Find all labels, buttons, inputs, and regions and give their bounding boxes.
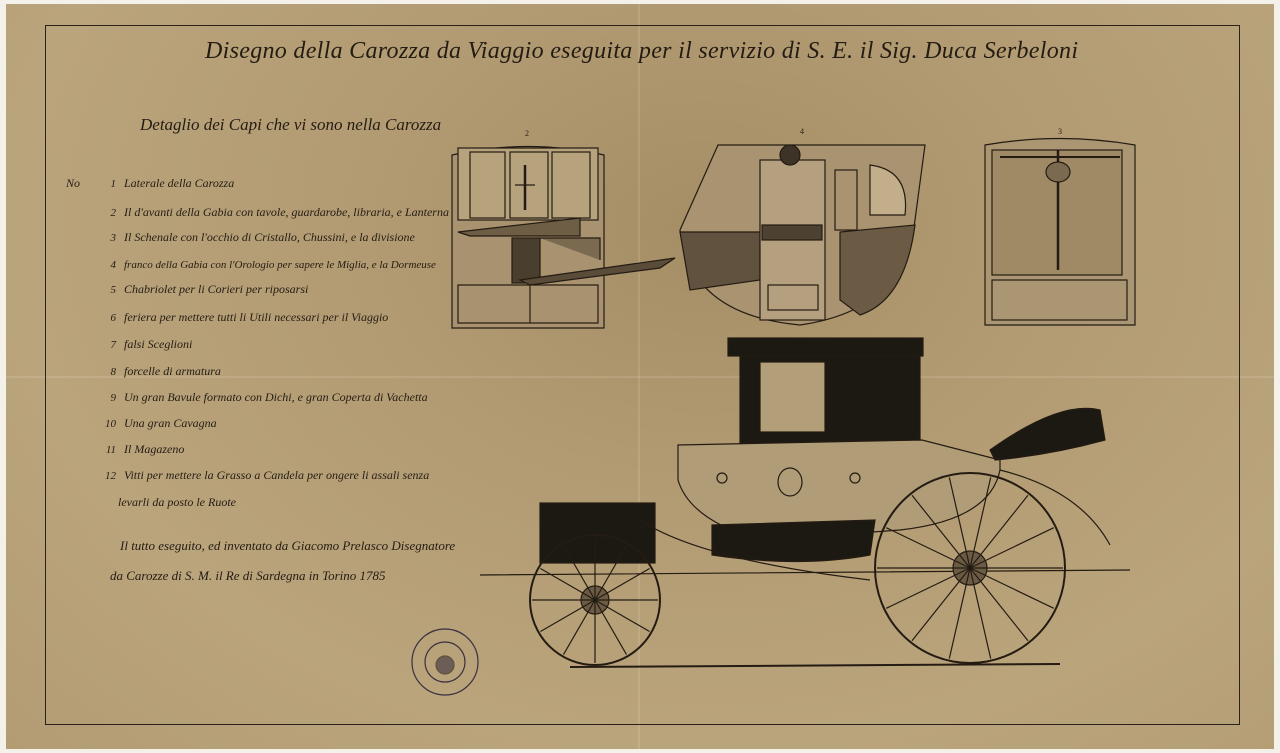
signature-line-1: Il tutto eseguito, ed inventato da Giaco… <box>120 538 456 553</box>
cabin-section-view <box>679 144 926 326</box>
view-label: 4 <box>800 127 804 136</box>
wheel-spoke <box>911 494 971 569</box>
wheel-spoke <box>562 599 596 655</box>
carriage-side-view <box>479 337 1131 581</box>
signature-line-2: da Carozze di S. M. il Re di Sardegna in… <box>110 568 386 583</box>
wheel-spoke <box>911 567 971 642</box>
legend-item: levarli da posto le Ruote <box>118 495 236 509</box>
wheel-spoke <box>885 527 971 569</box>
drawing-sheet <box>6 4 1274 749</box>
view-label: 3 <box>1058 127 1062 136</box>
wheel-spoke <box>562 545 596 601</box>
legend-heading: Detaglio dei Capi che vi sono nella Caro… <box>140 115 442 134</box>
wheel-spoke <box>969 527 1055 569</box>
wheel-spoke <box>948 477 971 569</box>
wheel-spoke <box>540 567 596 601</box>
fold-line <box>638 4 640 749</box>
wheel-spoke <box>948 567 971 659</box>
wheel-spoke <box>594 567 650 601</box>
wheel-spoke <box>969 494 1029 569</box>
wheel-spoke <box>594 599 628 655</box>
front-wheel <box>874 472 1066 664</box>
wheel-spoke <box>969 567 1029 642</box>
view-label: 2 <box>525 129 529 138</box>
rear-wheel <box>529 534 661 666</box>
wheel-spoke <box>969 477 992 569</box>
wheel-spoke <box>594 545 628 601</box>
wheel-spoke <box>969 567 992 659</box>
front-cabin-elevation <box>451 145 676 329</box>
wheel-spoke <box>594 599 650 633</box>
wheel-spoke <box>969 567 1055 609</box>
drawing-title: Disegno della Carozza da Viaggio eseguit… <box>205 38 1079 64</box>
rear-cabin-elevation <box>984 137 1136 326</box>
wheel-spoke <box>540 599 596 633</box>
ground-line <box>569 663 1061 668</box>
archive-stamp <box>411 628 479 696</box>
number-prefix: No <box>66 176 81 190</box>
fold-line <box>6 376 1274 378</box>
border-frame <box>45 25 1240 725</box>
wheel-spoke <box>885 567 971 609</box>
